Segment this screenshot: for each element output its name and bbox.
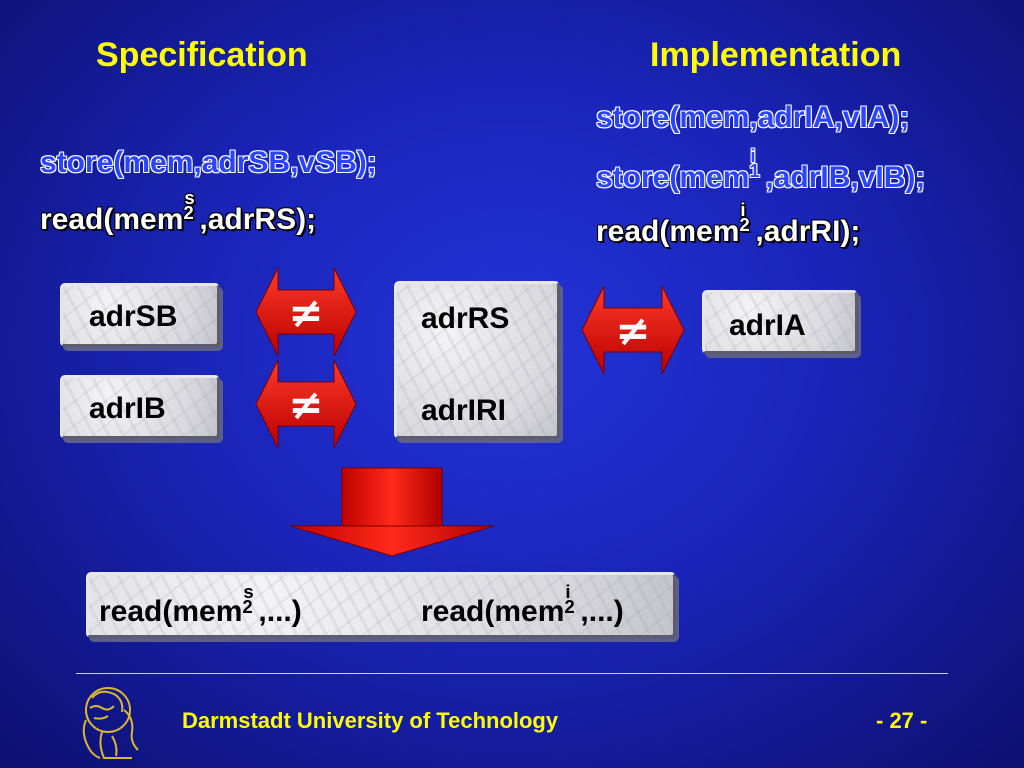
specification-heading: Specification	[96, 36, 308, 74]
result-left-superscript: s	[243, 580, 254, 602]
box-adrRS-label: adrRS	[421, 302, 510, 335]
impl-store2-superscript: i	[750, 144, 756, 166]
down-arrow	[290, 467, 494, 557]
spec-store-statement: store(mem,adrSB,vSB);	[40, 146, 377, 179]
result-left-subscript: 2	[242, 596, 253, 618]
box-adrSB: adrSB	[60, 283, 220, 347]
result-left-prefix: read(mem	[99, 595, 243, 628]
result-right-prefix: read(mem	[421, 595, 565, 628]
box-adrIB: adrIB	[60, 375, 220, 439]
box-adrSB-label: adrSB	[89, 300, 178, 333]
result-left-suffix: ,...)	[258, 595, 302, 628]
not-equal-symbol-right: ≠	[615, 306, 650, 355]
footer-institution: Darmstadt University of Technology	[182, 708, 559, 733]
impl-read-superscript: i	[740, 198, 746, 220]
impl-store2-prefix: store(mem	[596, 161, 750, 194]
spec-read-superscript: s	[184, 186, 195, 208]
footer-page-number: - 27 -	[876, 708, 928, 733]
impl-read-suffix: ,adrRI);	[755, 215, 861, 248]
result-right-superscript: i	[565, 580, 571, 602]
footer-divider	[76, 673, 948, 674]
impl-store2-subscript: 1	[749, 160, 760, 182]
spec-read-suffix: ,adrRS);	[199, 203, 317, 236]
not-equal-arrow-bottom: ≠	[256, 359, 356, 449]
spec-read-prefix: read(mem	[40, 203, 184, 236]
not-equal-arrow-right: ≠	[582, 285, 684, 375]
not-equal-symbol-bottom: ≠	[288, 380, 323, 429]
box-adrIRI-label: adrIRI	[421, 394, 507, 427]
university-logo-icon	[82, 687, 139, 759]
box-adrIA-label: adrIA	[729, 309, 806, 342]
impl-read-prefix: read(mem	[596, 215, 740, 248]
box-adrIA: adrIA	[702, 290, 858, 354]
impl-store-statement-1: store(mem,adrIA,vIA);	[596, 101, 910, 134]
result-right-suffix: ,...)	[580, 595, 624, 628]
result-right-subscript: 2	[564, 596, 575, 618]
implementation-heading: Implementation	[650, 36, 902, 74]
impl-store2-suffix: ,adrIB,vIB);	[765, 161, 926, 194]
not-equal-symbol-top: ≠	[288, 288, 323, 337]
box-adrIB-label: adrIB	[89, 392, 166, 425]
not-equal-arrow-top: ≠	[256, 267, 356, 357]
impl-read-subscript: 2	[739, 214, 750, 236]
box-read-addresses: adrRS adrIRI	[394, 281, 560, 439]
spec-read-subscript: 2	[183, 202, 194, 224]
